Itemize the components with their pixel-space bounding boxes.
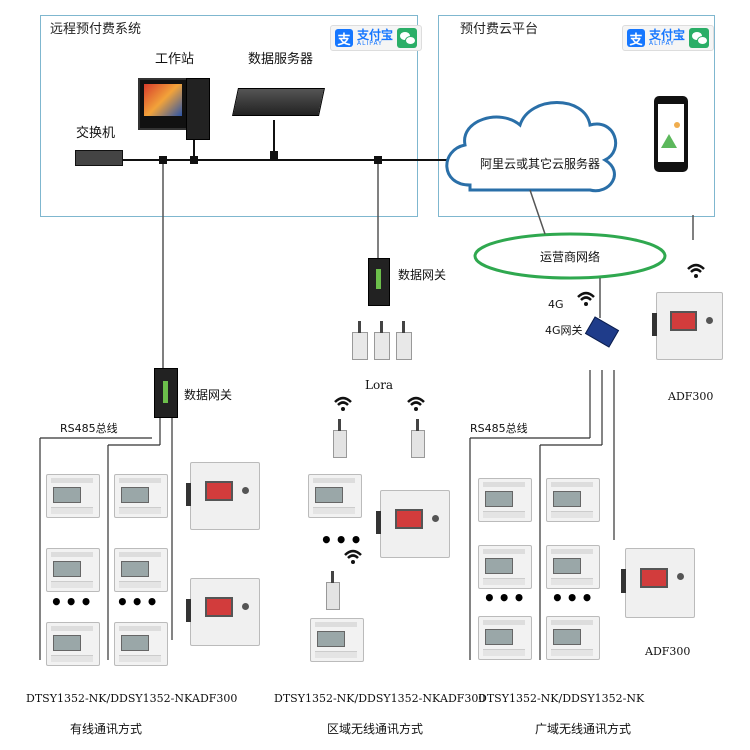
electric-meter [114,474,168,518]
electric-meter [46,474,100,518]
alipay-icon: 支 [335,29,353,48]
lora-gateway-label: 数据网关 [398,268,447,282]
alipay-icon: 支 [627,29,645,48]
cloud-server-label: 阿里云或其它云服务器 [480,157,601,171]
gateway-4g-label-b: 4G网关 [545,324,583,337]
wifi-icon [344,549,362,564]
adf300-meter-wired [186,462,260,530]
adf300-cloud-label: ADF300 [668,390,714,403]
electric-meter [478,545,532,589]
wireless-module [333,419,347,458]
wechat-icon [397,28,418,48]
workstation-monitor [138,78,188,130]
lora-models-caption: DTSY1352-NK/DDSY1352-NK [274,692,441,705]
electric-meter [546,478,600,522]
alipay-wordmark: 支付宝 ALIPAY [357,28,394,47]
alipay-wordmark: 支付宝 ALIPAY [649,28,686,47]
phone-device [654,96,688,172]
electric-meter [114,548,168,592]
payment-badge-right: 支 支付宝 ALIPAY [622,25,715,51]
workstation-label: 工作站 [155,52,195,67]
workstation-tower [186,78,210,140]
switch-label: 交换机 [76,126,116,141]
wifi-icon [577,291,595,306]
wifi-icon [407,396,425,411]
wifi-icon [334,396,352,411]
lora-adf-caption: ADF300 [440,692,486,705]
data-server-device [232,88,325,116]
lora-node [374,321,390,360]
adf300-meter-lora [376,490,450,558]
electric-meter [46,622,100,666]
more-dots: ••• [551,586,596,610]
more-dots: ••• [50,590,95,614]
wired-mode-caption: 有线通讯方式 [70,722,143,736]
picture-icon [658,104,684,162]
electric-meter [310,618,364,662]
backbone-node [374,156,382,164]
electric-meter [546,545,600,589]
backbone-node [270,151,278,159]
wired-gateway-label: 数据网关 [184,388,233,402]
rs485-bus-right-label: RS485总线 [470,422,528,435]
electric-meter [46,548,100,592]
more-dots: ••• [320,528,365,552]
lora-gateway-device [368,258,390,306]
gateway-4g-label-a: 4G [548,298,564,311]
wired-adf-caption: ADF300 [192,692,238,705]
wired-models-caption: DTSY1352-NK/DDSY1352-NK [26,692,193,705]
lora-mode-caption: 区域无线通讯方式 [327,722,424,736]
rs485-bus-left-label: RS485总线 [60,422,118,435]
more-dots: ••• [116,590,161,614]
electric-meter [478,616,532,660]
lora-node [352,321,368,360]
adf300-meter-wan [621,548,695,618]
wireless-module [326,571,340,610]
carrier-network-label: 运营商网络 [540,250,601,264]
data-server-label: 数据服务器 [248,52,314,67]
prepay-cloud-platform-title: 预付费云平台 [460,22,539,37]
wifi-icon [687,263,705,278]
electric-meter [114,622,168,666]
payment-badge-left: 支 支付宝 ALIPAY [330,25,423,51]
switch-device [75,150,123,166]
adf300-meter-wired [186,578,260,646]
remote-prepay-system-title: 远程预付费系统 [50,22,142,37]
cloud-shape [445,101,618,193]
wan-mode-caption: 广域无线通讯方式 [535,722,632,736]
carrier-network-ellipse [473,232,667,280]
electric-meter [546,616,600,660]
adf300-wan-label: ADF300 [645,645,691,658]
electric-meter [478,478,532,522]
lora-node [396,321,412,360]
adf300-meter-cloud [652,292,723,360]
wired-gateway-device [154,368,178,418]
wan-models-caption: DTSY1352-NK/DDSY1352-NK [478,692,645,705]
more-dots: ••• [483,586,528,610]
wireless-module [411,419,425,458]
lora-label: Lora [365,378,394,392]
backbone-node [190,156,198,164]
backbone-node [159,156,167,164]
electric-meter [308,474,362,518]
wechat-icon [689,28,710,48]
